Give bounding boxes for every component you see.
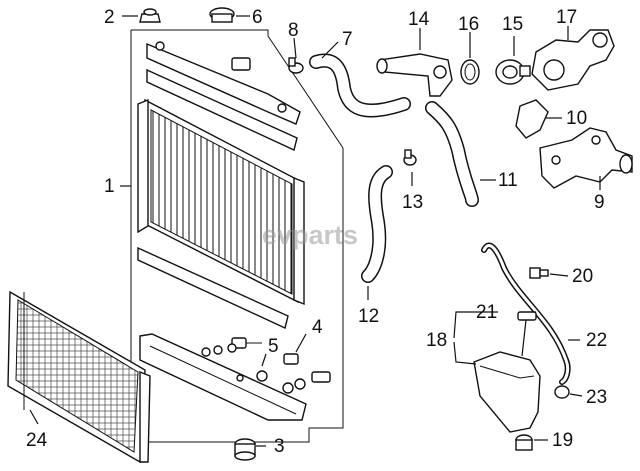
clamp-part-8 [288,57,304,74]
callout-2: 2 [104,7,115,28]
radiator-lower-tank [139,333,307,421]
callout-4: 4 [312,317,323,338]
radiator-core [137,98,305,306]
callout-13: 13 [402,192,423,213]
hardware-cluster [201,337,331,394]
callout-15: 15 [502,14,523,35]
reservoir-part-18 [473,351,541,433]
leader-lines [29,15,601,447]
cap-part-2 [139,8,161,23]
callout-20: 20 [572,266,593,287]
callout-3: 3 [274,436,285,457]
dipstick-part-21 [517,311,537,357]
radiator-upper-tank [146,41,301,125]
callout-24: 24 [26,430,48,451]
water-outlet-part-9 [539,127,633,189]
callout-18: 18 [426,330,447,351]
gasket-part-10 [515,99,549,139]
housing-part-17 [531,29,615,91]
radiator-group-outline [130,29,344,443]
callout-5: 5 [268,336,279,357]
clip-part-23 [554,385,570,399]
clamp-part-13 [403,149,417,166]
callout-19: 19 [552,430,573,451]
callout-23: 23 [586,387,607,408]
cap-part-19 [515,434,533,451]
callout-9: 9 [594,192,605,213]
overflow-hose-part-22 [481,242,571,385]
lower-seal [137,246,289,329]
callout-8: 8 [288,20,299,41]
lower-hose-part-11 [425,101,479,207]
callout-21: 21 [476,302,497,323]
watermark-text: evparts [262,220,358,250]
thermostat-part-15 [495,59,531,85]
callout-6: 6 [252,7,263,28]
callout-7: 7 [342,29,353,50]
bolt-part-20 [529,267,549,279]
callout-11: 11 [498,170,518,191]
callout-16: 16 [458,14,479,35]
gasket-part-16 [460,59,480,85]
condenser-part-24 [7,290,151,464]
upper-hose-part-7 [309,53,411,118]
callout-22: 22 [586,330,607,351]
callout-17: 17 [556,7,577,28]
callout-1: 1 [104,176,115,197]
callout-12: 12 [358,306,379,327]
callout-14: 14 [408,9,430,30]
callout-10: 10 [566,108,587,129]
water-inlet-part-14 [376,53,453,97]
mount-bushing-part-3 [234,438,256,461]
upper-seal [146,68,298,151]
radiator-cap-part-6 [209,7,235,23]
hose-part-12 [361,165,393,283]
